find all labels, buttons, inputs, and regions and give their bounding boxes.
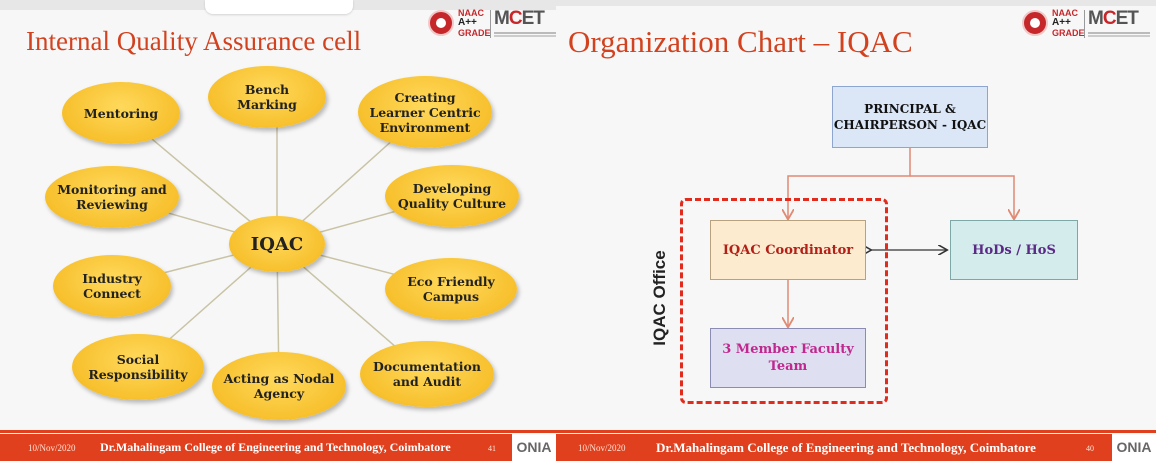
- node-industry-connect: Industry Connect: [53, 255, 171, 317]
- org-connectors: [556, 148, 1156, 461]
- node-learner-centric: Creating Learner Centric Environment: [358, 76, 492, 148]
- footer-institution: Dr.Mahalingam College of Engineering and…: [100, 440, 451, 454]
- box-hods: HoDs / HoS: [950, 220, 1078, 280]
- hub-iqac: IQAC: [229, 216, 325, 272]
- mcet-logo: MCET: [1088, 8, 1139, 29]
- node-monitoring: Monitoring and Reviewing: [45, 166, 179, 228]
- slide-title: Internal Quality Assurance cell: [26, 26, 362, 56]
- box-faculty-team: 3 Member Faculty Team: [710, 328, 866, 388]
- naac-seal-icon: [428, 10, 454, 36]
- page-number: 40: [1086, 444, 1094, 453]
- naac-seal-icon: [1022, 10, 1048, 36]
- slide-title: Organization Chart – IQAC: [568, 24, 913, 59]
- node-nodal-agency: Acting as Nodal Agency: [212, 352, 346, 420]
- box-principal: PRINCIPAL & CHAIRPERSON - IQAC: [832, 86, 988, 148]
- footer-date: 10/Nov/2020: [578, 443, 626, 453]
- slide-iqac-cell: Internal Quality Assurance cell NAAC A++…: [0, 0, 556, 461]
- college-logo: NAAC A++ GRADE MCET: [1022, 8, 1152, 46]
- footer-bar: 10/Nov/2020 Dr.Mahalingam College of Eng…: [556, 434, 1156, 461]
- window-tab: [205, 0, 353, 14]
- footer-institution: Dr.Mahalingam College of Engineering and…: [656, 440, 1036, 455]
- mcet-logo: MCET: [494, 8, 545, 29]
- slide-org-chart: Organization Chart – IQAC NAAC A++ GRADE…: [556, 0, 1156, 461]
- box-iqac-coordinator: IQAC Coordinator: [710, 220, 866, 280]
- node-eco-friendly: Eco Friendly Campus: [385, 258, 517, 320]
- iqac-office-label: IQAC Office: [650, 250, 669, 346]
- footer-date: 10/Nov/2020: [28, 443, 76, 453]
- college-logo: NAAC A++ GRADE MCET: [428, 8, 556, 46]
- page-number: 41: [488, 444, 496, 453]
- node-documentation: Documentation and Audit: [360, 341, 494, 407]
- node-mentoring: Mentoring: [62, 82, 180, 144]
- node-bench-marking: Bench Marking: [208, 66, 326, 128]
- iqac-office-group: [680, 198, 888, 404]
- node-quality-culture: Developing Quality Culture: [385, 165, 519, 227]
- footer-brand-logo: ONIA: [512, 434, 556, 461]
- node-social-responsibility: Social Responsibility: [72, 334, 204, 400]
- footer-bar: 10/Nov/2020 Dr.Mahalingam College of Eng…: [0, 434, 556, 461]
- footer-brand-logo: ONIA: [1112, 434, 1156, 461]
